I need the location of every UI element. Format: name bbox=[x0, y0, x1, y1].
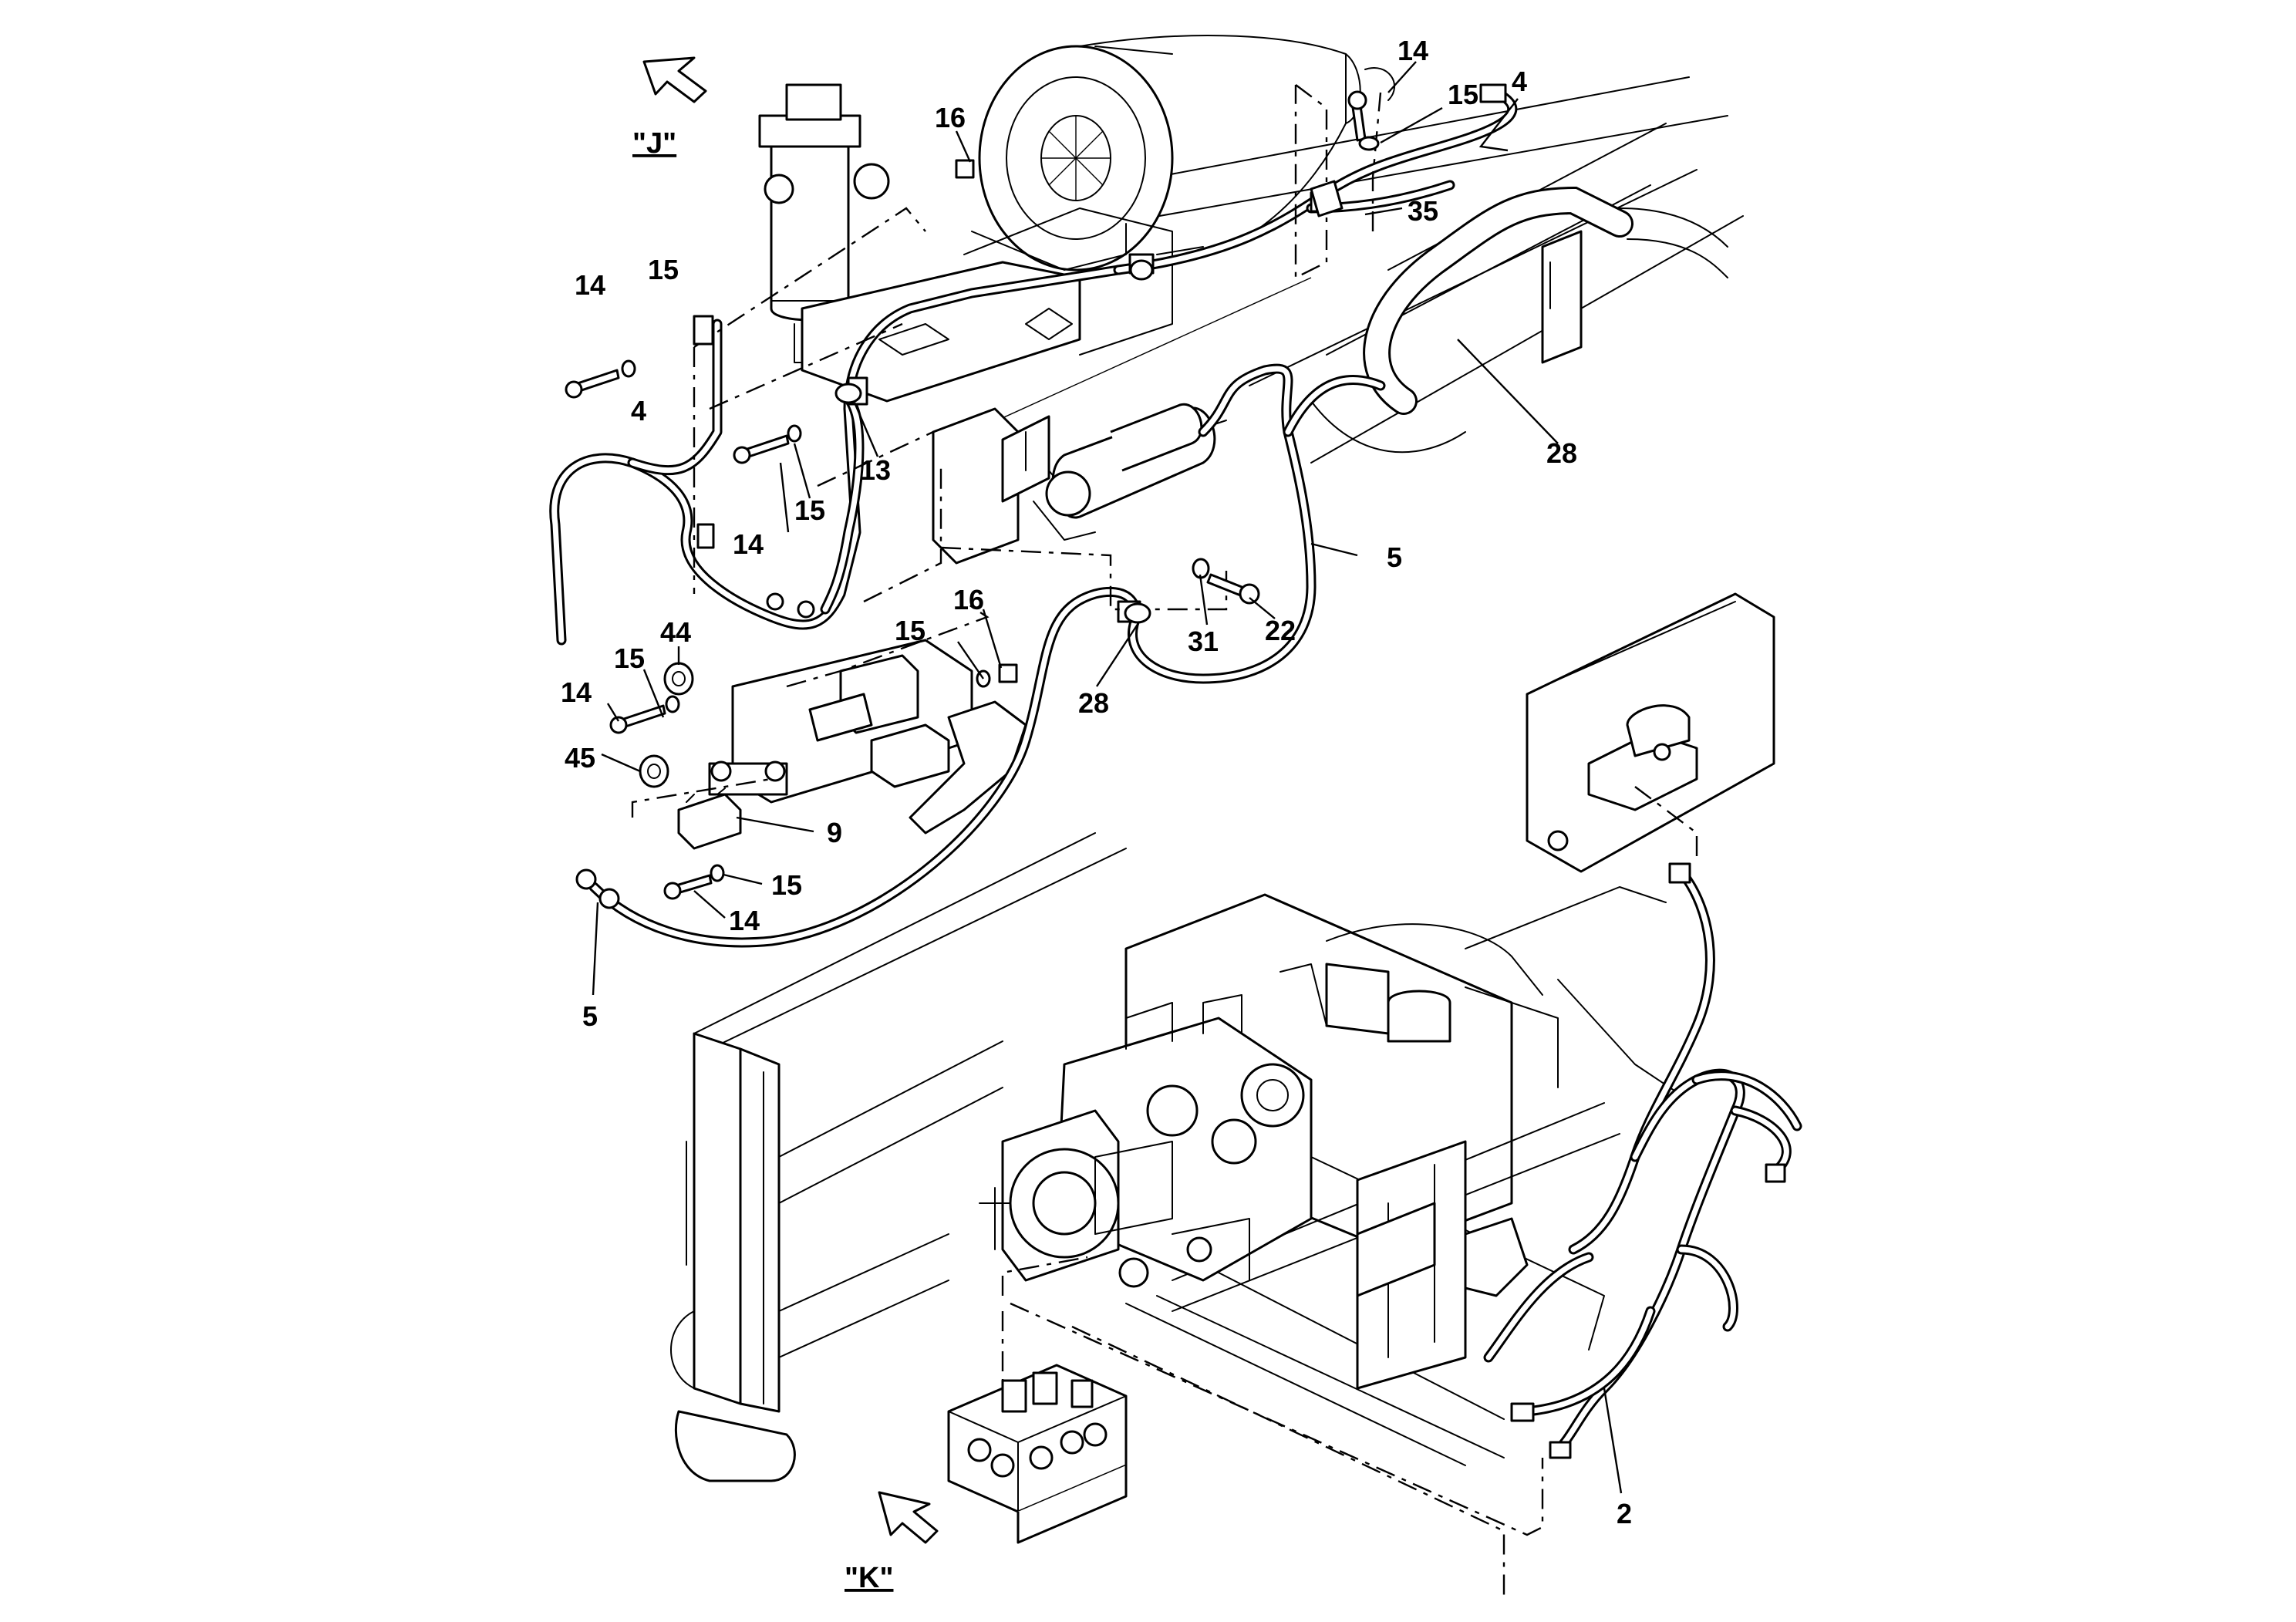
cable-clip-icon bbox=[834, 383, 862, 404]
callout-4: 4 bbox=[1512, 66, 1527, 97]
callout-4: 4 bbox=[631, 395, 646, 427]
cable-clip-icon bbox=[696, 523, 715, 549]
callout-9: 9 bbox=[827, 817, 842, 848]
callout-14: 14 bbox=[729, 905, 760, 936]
callout-15: 15 bbox=[614, 642, 645, 674]
callout-5: 5 bbox=[582, 1000, 598, 1032]
view-arrow-k-icon bbox=[878, 1491, 939, 1544]
callout-35: 35 bbox=[1408, 195, 1438, 227]
callout-14: 14 bbox=[733, 528, 764, 560]
callout-28: 28 bbox=[1078, 687, 1109, 719]
callout-15: 15 bbox=[648, 254, 679, 285]
relay-icon bbox=[677, 787, 742, 850]
washer-icon bbox=[665, 695, 680, 713]
callout-15: 15 bbox=[895, 615, 925, 646]
leader-lines bbox=[592, 61, 1623, 1494]
callout-44: 44 bbox=[660, 616, 691, 648]
bolt-icon bbox=[609, 704, 666, 734]
fuel-filter bbox=[758, 83, 890, 363]
callout-2: 2 bbox=[1617, 1498, 1632, 1529]
bolt-icon bbox=[1206, 573, 1260, 605]
callout-13: 13 bbox=[860, 454, 891, 486]
cable-clip-icon bbox=[693, 315, 714, 346]
view-label-j: "J" bbox=[632, 127, 676, 160]
bolt-icon bbox=[565, 369, 620, 399]
callout-28: 28 bbox=[1546, 437, 1577, 469]
callout-45: 45 bbox=[565, 742, 595, 774]
cable-clip-icon bbox=[1310, 180, 1344, 218]
callout-5: 5 bbox=[1387, 541, 1402, 573]
bolt-icon bbox=[733, 434, 790, 464]
view-label-k: "K" bbox=[845, 1562, 893, 1594]
bolt-icon bbox=[663, 874, 713, 900]
view-arrow-j-icon bbox=[642, 56, 707, 103]
callout-22: 22 bbox=[1265, 615, 1296, 646]
rear-frame bbox=[1325, 886, 1667, 1297]
upper-assembly bbox=[758, 35, 1744, 565]
washer-icon bbox=[621, 359, 636, 378]
nut-icon bbox=[955, 159, 975, 179]
sensor-bracket bbox=[1526, 592, 1775, 873]
bolt-icon bbox=[1347, 90, 1367, 142]
valve-block bbox=[947, 1364, 1128, 1544]
starter-motor bbox=[1033, 403, 1227, 541]
callout-15: 15 bbox=[794, 494, 825, 526]
cable-clip-icon bbox=[1129, 259, 1154, 281]
washer-icon bbox=[1358, 136, 1380, 151]
grommet-icon bbox=[663, 662, 694, 696]
grommet-icon bbox=[639, 754, 669, 788]
callout-14: 14 bbox=[575, 269, 605, 301]
nut-icon bbox=[998, 663, 1018, 683]
fasteners bbox=[565, 90, 1380, 900]
coolant-hose bbox=[1310, 186, 1728, 454]
callout-15: 15 bbox=[771, 869, 802, 901]
air-cleaner bbox=[971, 35, 1396, 271]
callout-14: 14 bbox=[1397, 35, 1428, 66]
cable-clip-icon bbox=[1124, 602, 1151, 624]
callout-15: 15 bbox=[1448, 79, 1478, 110]
washer-icon bbox=[787, 424, 802, 443]
washer-icon bbox=[710, 864, 725, 882]
hydraulic-pump bbox=[979, 994, 1313, 1288]
callout-31: 31 bbox=[1188, 626, 1219, 657]
callout-16: 16 bbox=[953, 584, 984, 615]
callout-16: 16 bbox=[935, 102, 966, 133]
callout-14: 14 bbox=[561, 676, 592, 708]
assembly-lines bbox=[631, 84, 1698, 1597]
switch-bracket bbox=[708, 639, 1027, 835]
